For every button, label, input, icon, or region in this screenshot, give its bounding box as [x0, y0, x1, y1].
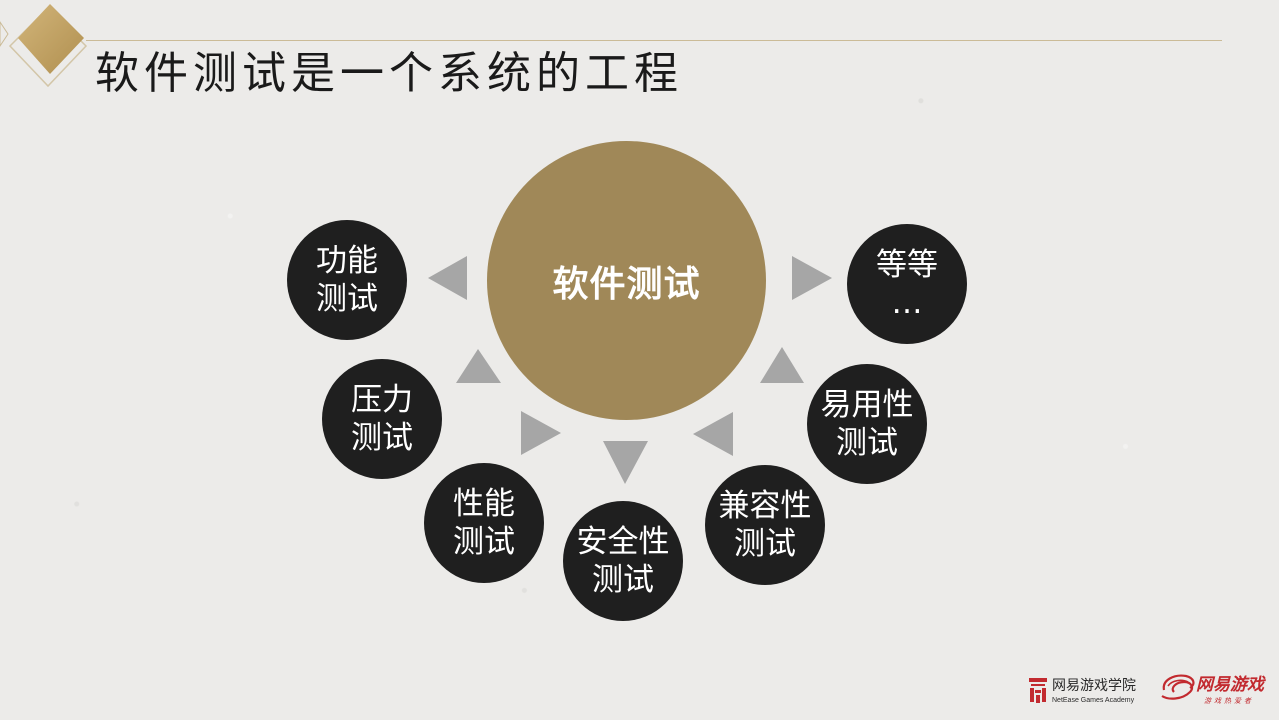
node-label-line2: 测试 [351, 420, 413, 456]
node-compatibility-testing: 兼容性 测试 [705, 465, 825, 585]
center-circle: 软件测试 [487, 141, 766, 420]
node-label-line1: 压力 [351, 382, 413, 418]
node-security-testing: 安全性 测试 [563, 501, 683, 621]
node-label-line1: 易用性 [820, 387, 914, 423]
node-usability-testing: 易用性 测试 [807, 364, 927, 484]
node-label-line1: 等等 [876, 247, 938, 283]
node-label-line2: 测试 [453, 524, 515, 560]
arrow-right-icon [792, 256, 832, 300]
node-label-line2: 测试 [592, 562, 654, 598]
diamond-logo-icon [0, 4, 88, 88]
arrow-right-small-icon [521, 411, 561, 455]
node-label-line2: 测试 [316, 281, 378, 317]
node-stress-testing: 压力 测试 [322, 359, 442, 479]
page-title: 软件测试是一个系统的工程 [95, 48, 683, 99]
academy-english-name: NetEase Games Academy [1052, 697, 1135, 704]
arrow-up-right-icon [760, 347, 804, 383]
node-label-line1: 兼容性 [718, 488, 812, 524]
center-label: 软件测试 [552, 263, 701, 305]
node-label-line2: … [891, 285, 923, 321]
node-label-line1: 性能 [453, 486, 515, 522]
arrow-left-small-icon [693, 412, 733, 456]
brand-name: 网易游戏 [1196, 675, 1264, 695]
node-label-line2: 测试 [734, 526, 796, 562]
title-divider [86, 40, 1222, 41]
node-functional-testing: 功能 测试 [287, 220, 407, 340]
node-label-line2: 测试 [836, 425, 898, 461]
node-etc: 等等 … [847, 224, 967, 344]
arrow-left-icon [428, 256, 467, 300]
arrow-up-left-icon [456, 349, 501, 383]
node-performance-testing: 性能 测试 [424, 463, 544, 583]
node-label-line1: 安全性 [576, 524, 670, 560]
netease-swirl-icon [1161, 674, 1195, 700]
academy-name: 网易游戏学院 [1052, 678, 1136, 694]
brand-slogan: 游戏热爱者 [1204, 697, 1254, 705]
arrow-down-icon [603, 441, 648, 484]
node-label-line1: 功能 [316, 243, 378, 279]
seal-icon [1029, 678, 1047, 703]
